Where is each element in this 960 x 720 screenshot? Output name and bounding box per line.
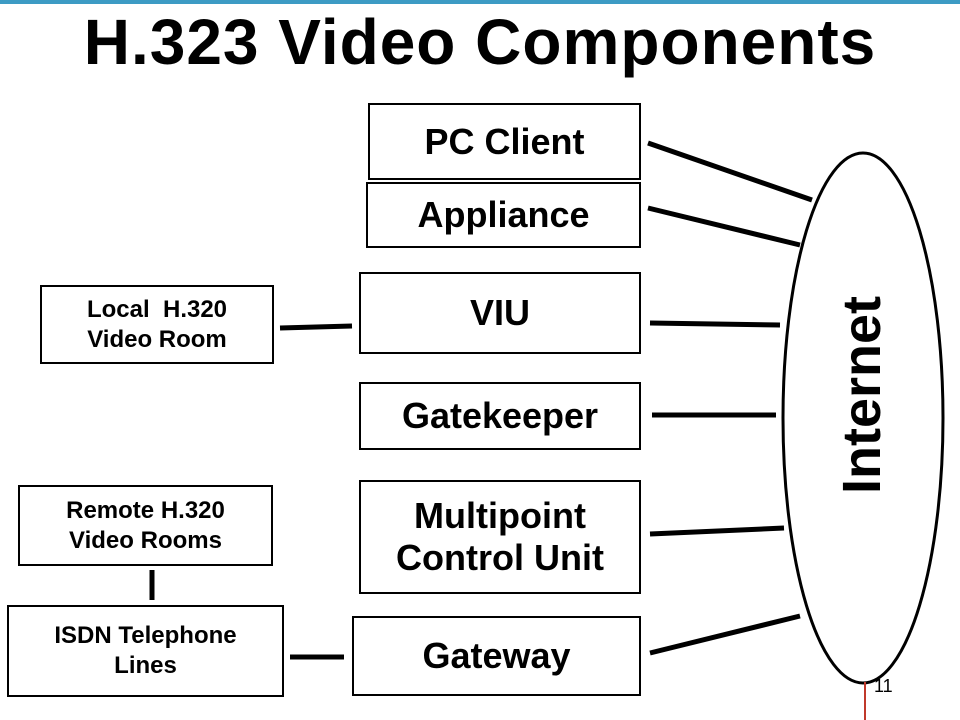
pc-client-label: PC Client: [424, 120, 585, 162]
link-appliance-internet: [647, 205, 801, 248]
link-mcu-internet: [649, 525, 785, 537]
viu-label: VIU: [469, 292, 530, 333]
remote-h320-box: Remote H.320 Video Rooms: [18, 485, 273, 566]
local-h320-line1: Local H.320: [86, 295, 228, 323]
mcu-label-line2: Control Unit: [396, 537, 604, 578]
page-number: 11: [874, 676, 893, 696]
local-h320-line2: Video Room: [87, 325, 227, 353]
link-viu-internet: [649, 320, 781, 328]
isdn-line1: ISDN Telephone: [54, 622, 237, 649]
gatekeeper-box: Gatekeeper: [359, 382, 641, 450]
gateway-label: Gateway: [422, 635, 571, 676]
mcu-box: Multipoint Control Unit: [359, 480, 641, 594]
link-gateway-internet: [649, 613, 801, 656]
remote-h320-line1: Remote H.320: [66, 496, 225, 524]
remote-h320-line2: Video Rooms: [69, 526, 222, 554]
internet-label: Internet: [832, 295, 892, 495]
link-local-viu: [279, 323, 353, 331]
gatekeeper-label: Gatekeeper: [401, 395, 599, 436]
local-h320-box: Local H.320 Video Room: [40, 285, 274, 364]
mcu-label-line1: Multipoint: [414, 495, 586, 536]
top-accent-bar: [0, 0, 960, 4]
slide-title: H.323 Video Components: [83, 6, 877, 78]
page-number-marker: [864, 682, 866, 720]
viu-box: VIU: [359, 272, 641, 354]
link-pc-internet: [647, 140, 813, 203]
isdn-line2: Lines: [114, 652, 177, 679]
internet-ellipse: [781, 151, 945, 685]
pc-client-box: PC Client: [368, 103, 641, 180]
appliance-box: Appliance: [366, 182, 641, 248]
appliance-label: Appliance: [417, 194, 590, 235]
gateway-box: Gateway: [352, 616, 641, 696]
isdn-lines-box: ISDN Telephone Lines: [7, 605, 284, 697]
